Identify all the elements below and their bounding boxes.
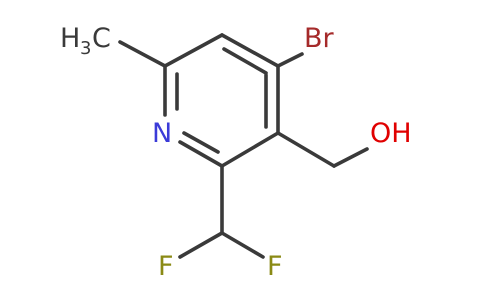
- bond-c3-ch2: [276, 131, 336, 168]
- bond-chf2-f-left: [178, 231, 224, 259]
- methyl-h-label: H: [60, 23, 80, 54]
- fluorine-left-label: F: [158, 251, 174, 282]
- bond-c3-c2: [220, 131, 280, 168]
- hydroxyl-label: OH: [370, 118, 412, 149]
- bond-c4-br: [276, 52, 304, 68]
- bond-c2-n: [178, 140, 224, 168]
- bond-c2-n-inner: [182, 131, 220, 154]
- atom-labels: H 3 C Br N OH F F: [60, 23, 412, 282]
- bromine-label: Br: [304, 23, 335, 54]
- bond-chf2-f-right: [220, 231, 265, 259]
- bond-c6-c5: [163, 33, 224, 68]
- bond-c5-c4-inner: [222, 47, 268, 75]
- methyl-subscript-label: 3: [80, 38, 91, 59]
- nitrogen-label: N: [152, 118, 172, 149]
- bond-c5-c4: [220, 33, 280, 68]
- methyl-c-label: C: [92, 23, 111, 54]
- bond-methyl-c6: [118, 40, 167, 68]
- bonds: [118, 33, 369, 259]
- bond-ch2-oh: [332, 147, 369, 168]
- fluorine-right-label: F: [267, 251, 283, 282]
